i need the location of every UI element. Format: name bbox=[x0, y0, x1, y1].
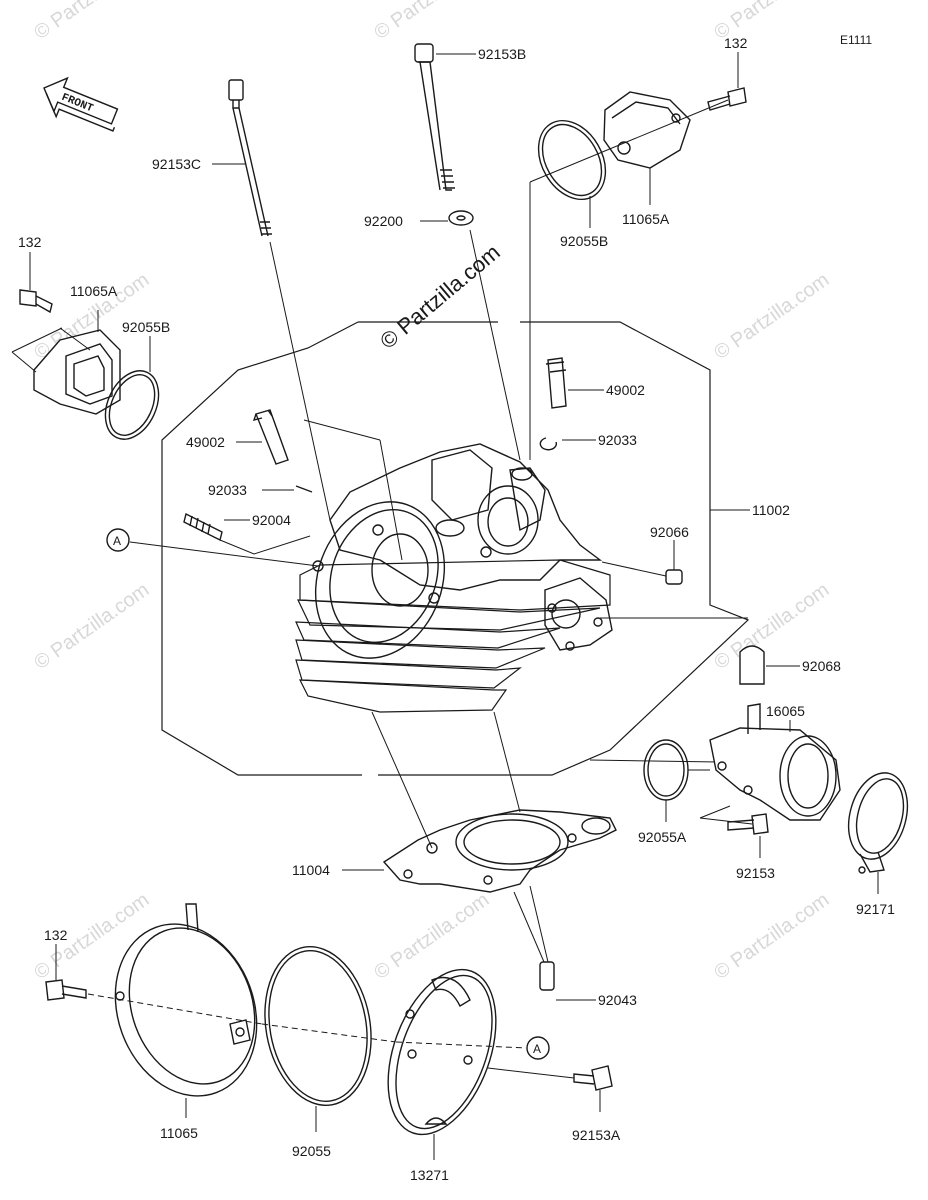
watermark: © Partzilla.com bbox=[30, 579, 153, 674]
part-label-92153b: 92153B bbox=[478, 46, 526, 62]
gasket-11004 bbox=[382, 809, 617, 893]
clip-92033-left bbox=[295, 485, 313, 493]
cover-11065 bbox=[114, 903, 258, 1097]
cap-92068 bbox=[739, 645, 765, 685]
stud-92004 bbox=[183, 512, 223, 542]
watermark: © Partzilla.com bbox=[370, 0, 493, 44]
part-label-92004: 92004 bbox=[252, 512, 291, 528]
marker-label-a-bottom: A bbox=[533, 1042, 541, 1056]
watermark-main: © Partzilla.com bbox=[375, 239, 505, 353]
part-label-92043: 92043 bbox=[598, 992, 637, 1008]
cover-11065a-top bbox=[603, 91, 691, 169]
part-label-92066: 92066 bbox=[650, 524, 689, 540]
watermark: © Partzilla.com bbox=[710, 889, 833, 984]
part-label-92055: 92055 bbox=[292, 1143, 331, 1159]
clamp-92171 bbox=[847, 772, 909, 874]
part-label-11065a-top: 11065A bbox=[622, 211, 670, 227]
part-label-11065a-left: 11065A bbox=[70, 283, 118, 299]
bolt-132-left bbox=[19, 289, 53, 314]
bolt-92153 bbox=[727, 813, 769, 835]
bolt-92153b bbox=[414, 43, 455, 191]
diagram-code: E1111 bbox=[840, 33, 872, 47]
part-label-11065: 11065 bbox=[160, 1125, 198, 1141]
reference-marker-a-bottom bbox=[526, 1036, 550, 1060]
cylinder-head-frame bbox=[161, 321, 750, 776]
part-label-49002-left: 49002 bbox=[186, 434, 225, 450]
reference-marker-a-left bbox=[106, 528, 130, 552]
part-label-92068: 92068 bbox=[802, 658, 841, 674]
intake-pipe-16065 bbox=[709, 703, 841, 821]
watermark: © Partzilla.com bbox=[710, 269, 833, 364]
part-label-92055b-left: 92055B bbox=[122, 319, 170, 335]
bolt-132-bottom bbox=[45, 979, 87, 1001]
part-label-92153a: 92153A bbox=[572, 1127, 621, 1143]
part-label-92033-right: 92033 bbox=[598, 432, 637, 448]
plate-13271 bbox=[387, 968, 497, 1136]
bolt-92153a bbox=[573, 1065, 613, 1091]
part-label-92153c: 92153C bbox=[152, 156, 201, 172]
marker-label-a-left: A bbox=[113, 534, 121, 548]
stud-bolt-92153c bbox=[228, 79, 272, 237]
part-label-92055a: 92055A bbox=[638, 829, 687, 845]
watermark: © Partzilla.com bbox=[370, 889, 493, 984]
o-ring-92055b-left bbox=[104, 370, 160, 440]
o-ring-92055a bbox=[643, 739, 689, 801]
part-label-132-bottom: 132 bbox=[44, 927, 68, 943]
part-label-11002: 11002 bbox=[752, 502, 790, 518]
part-label-13271: 13271 bbox=[410, 1167, 449, 1183]
washer-92200 bbox=[448, 210, 474, 226]
dowel-92066 bbox=[665, 569, 683, 585]
cover-11065a-left bbox=[33, 329, 121, 415]
clip-92033-right bbox=[539, 437, 558, 451]
dowel-92043 bbox=[539, 961, 555, 991]
part-label-92153: 92153 bbox=[736, 865, 775, 881]
bolt-132-top bbox=[707, 87, 747, 111]
part-label-132-left: 132 bbox=[18, 234, 42, 250]
front-arrow-icon: FRONT bbox=[43, 76, 119, 132]
o-ring-92055 bbox=[264, 945, 372, 1107]
cylinder-head bbox=[295, 443, 613, 713]
part-label-92200: 92200 bbox=[364, 213, 403, 229]
part-label-11004: 11004 bbox=[292, 862, 330, 878]
part-label-49002-right: 49002 bbox=[606, 382, 645, 398]
part-label-92033-left: 92033 bbox=[208, 482, 247, 498]
part-label-92055b-top: 92055B bbox=[560, 233, 608, 249]
part-label-92171: 92171 bbox=[856, 901, 895, 917]
valve-guide-49002-left bbox=[252, 409, 289, 465]
part-label-16065: 16065 bbox=[766, 703, 805, 719]
valve-guide-49002-right bbox=[545, 357, 567, 409]
part-label-132-top: 132 bbox=[724, 35, 748, 51]
watermark: © Partzilla.com bbox=[30, 0, 153, 44]
